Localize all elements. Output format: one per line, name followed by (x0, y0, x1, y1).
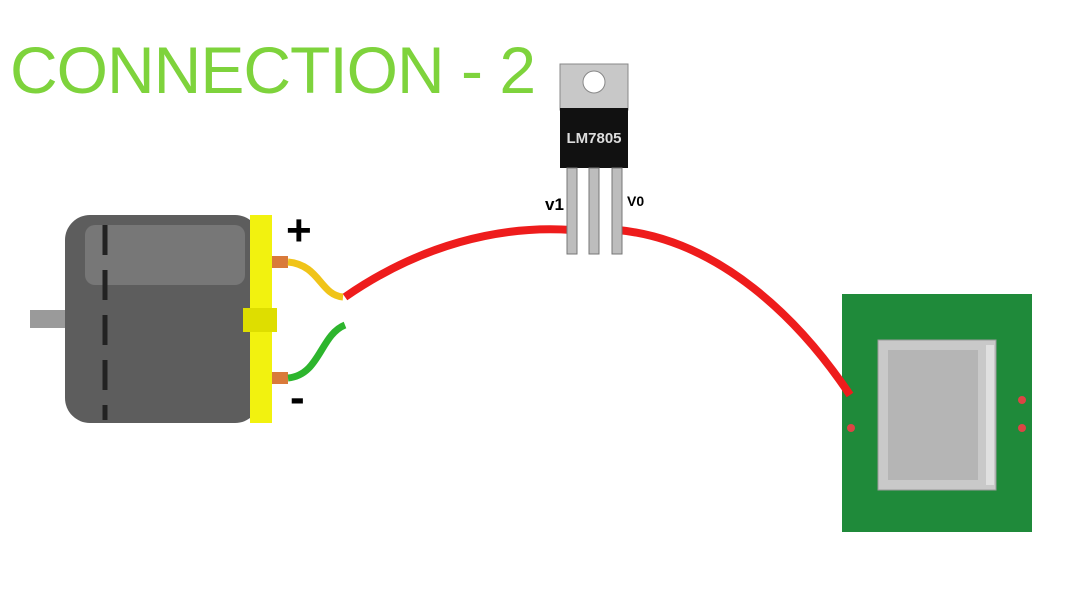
lm7805-regulator (559, 63, 629, 255)
pin-out-label: V0 (627, 193, 644, 209)
input-wire (342, 225, 573, 301)
plus-label: + (286, 206, 312, 255)
minus-label: - (290, 373, 305, 422)
yellow-wire (287, 258, 344, 301)
output-wire (617, 226, 854, 398)
green-wire (287, 321, 347, 382)
dc-motor (30, 215, 288, 423)
title: CONNECTION - 2 (10, 33, 536, 107)
regulator-label: LM7805 (566, 130, 621, 147)
usb-module (842, 294, 1032, 532)
pin-in-label: v1 (545, 195, 564, 214)
